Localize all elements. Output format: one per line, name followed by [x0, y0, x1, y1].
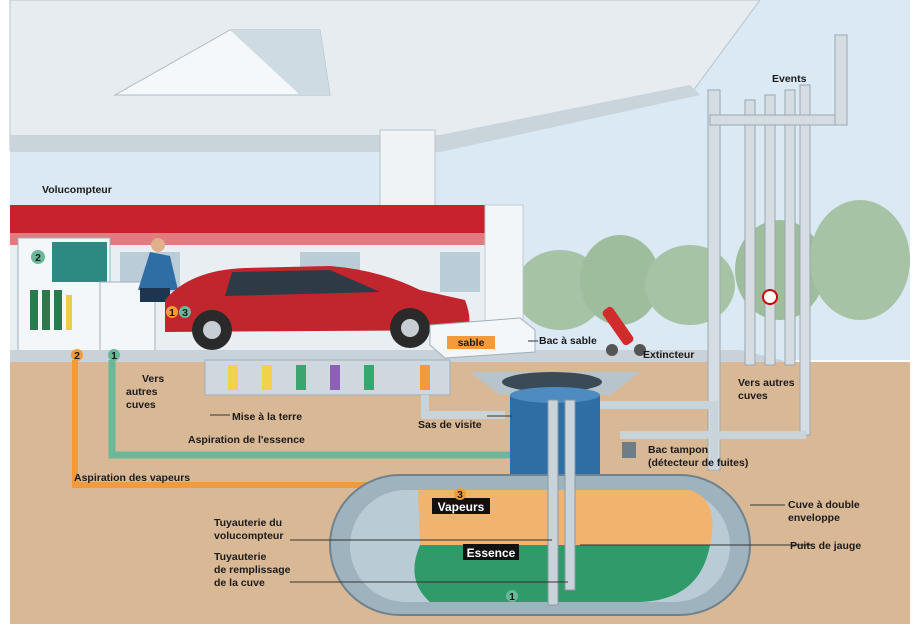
label-sas-de-visite: Sas de visite: [418, 419, 482, 431]
marker-1-essence: 1: [111, 350, 117, 362]
label-bac-tampon-1: Bac tampon: [648, 444, 708, 456]
label-tuyauterie-volu-2: volucompteur: [214, 530, 283, 542]
label-tuyauterie-remp-2: de remplissage: [214, 564, 291, 576]
label-cuve-double-2: enveloppe: [788, 512, 840, 524]
label-tuyauterie-remp-3: de la cuve: [214, 577, 265, 589]
marker-3-tank: 3: [457, 489, 463, 501]
canopy: [9, 0, 761, 152]
trough-pipes: [228, 365, 430, 390]
label-vers-autres-right-1: Vers autres: [738, 377, 795, 389]
label-sable: sable: [458, 337, 485, 349]
marker-2-dispenser: 2: [35, 252, 41, 264]
label-aspiration-essence: Aspiration de l'essence: [188, 434, 305, 446]
label-events: Events: [772, 73, 807, 85]
markers: 1 3 2 2 1 3 1: [31, 250, 518, 603]
label-tuyauterie-volu-1: Tuyauterie du: [214, 517, 282, 529]
label-extincteur: Extincteur: [643, 349, 694, 361]
car: [165, 266, 470, 350]
label-aspiration-vapeurs: Aspiration des vapeurs: [74, 472, 190, 484]
label-mise-a-la-terre: Mise à la terre: [232, 411, 302, 423]
marker-3-car: 3: [182, 307, 188, 319]
essence-zone: [414, 545, 710, 602]
sable-tag: [447, 336, 495, 349]
label-puits-de-jauge: Puits de jauge: [790, 540, 861, 552]
label-vers-autres-left-3: cuves: [126, 399, 156, 411]
marker-2-vapour: 2: [74, 350, 80, 362]
sand-box: [429, 317, 536, 359]
pipe-trough: [204, 359, 451, 396]
fill-shaft: [564, 399, 576, 591]
attendant-figure: [138, 238, 178, 302]
leader-lines: [210, 340, 812, 583]
label-vapeurs: Vapeurs: [438, 500, 485, 514]
grey-pipes: [421, 395, 806, 470]
label-tuyauterie-remp-1: Tuyauterie: [214, 551, 266, 563]
label-vers-autres-left-1: Vers: [142, 373, 164, 385]
gauge-shaft: [547, 399, 559, 606]
label-bac-tampon-2: (détecteur de fuites): [648, 457, 748, 469]
vent-pipes: [707, 34, 848, 471]
label-volucompteur: Volucompteur: [42, 184, 112, 196]
vapeurs-box: [432, 498, 490, 514]
pavement: [10, 350, 790, 362]
label-vers-autres-left-2: autres: [126, 386, 158, 398]
marker-1-car: 1: [169, 307, 175, 319]
label-bac-a-sable: Bac à sable: [539, 335, 597, 347]
label-vers-autres-right-2: cuves: [738, 390, 768, 402]
bac-tampon-box: [622, 442, 636, 458]
label-cuve-double-1: Cuve à double: [788, 499, 860, 511]
extinguisher: [602, 306, 646, 356]
marker-1-tank: 1: [509, 591, 515, 603]
essence-box: [463, 544, 519, 560]
label-essence: Essence: [467, 546, 516, 560]
no-smoking-sign: [762, 289, 778, 305]
